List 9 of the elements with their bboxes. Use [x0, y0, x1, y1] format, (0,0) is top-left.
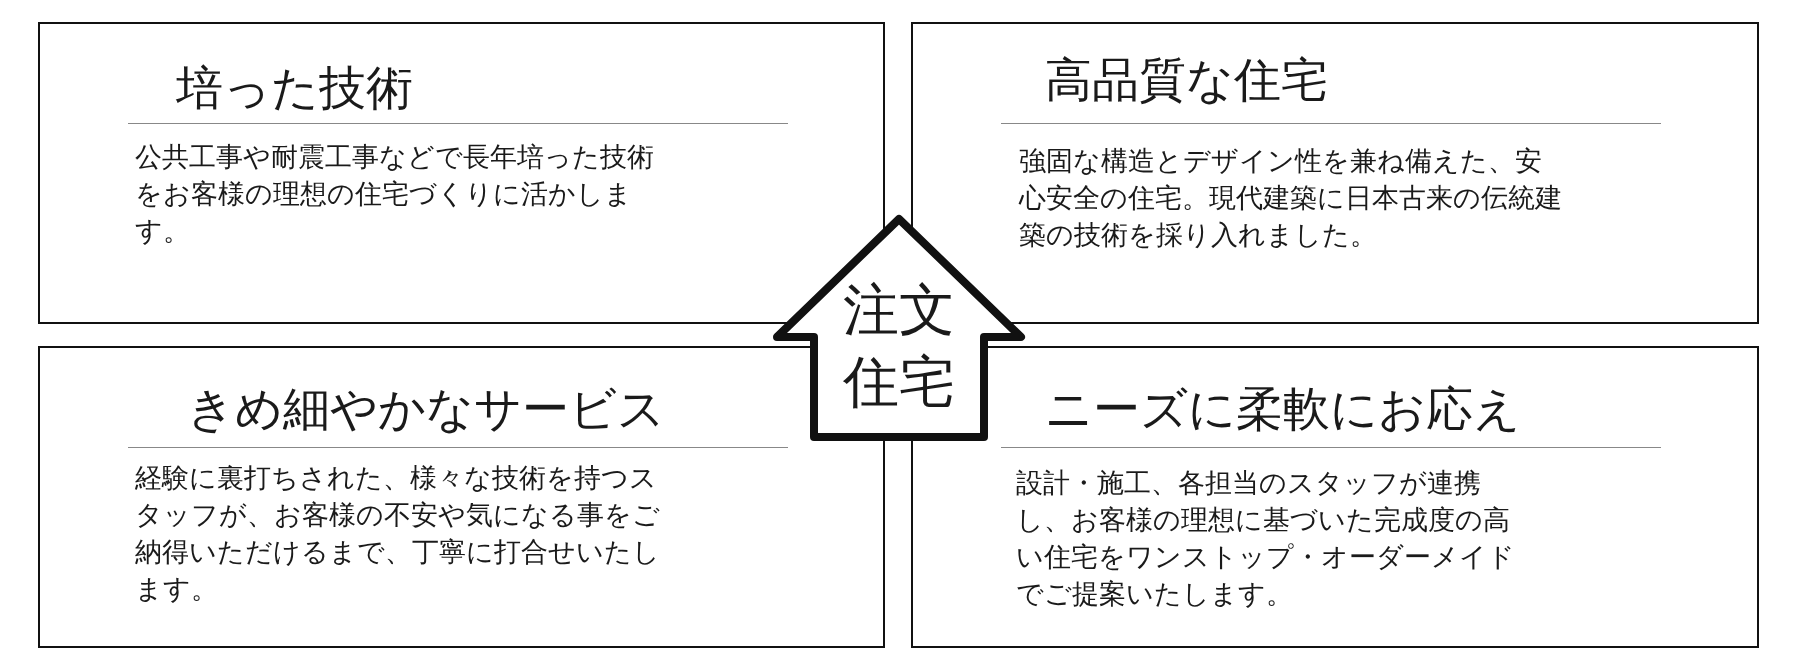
description-text: 公共工事や耐震工事などで長年培った技術をお客様の理想の住宅づくりに活かします。: [135, 140, 655, 248]
house-label: 注文住宅: [842, 276, 956, 416]
box-heading: 培った技術: [176, 60, 413, 116]
box-heading: 高品質な住宅: [1045, 52, 1328, 108]
box-heading: ニーズに柔軟にお応え: [1045, 381, 1521, 437]
box-heading: きめ細やかなサービス: [187, 381, 665, 437]
description-text: 設計・施工、各担当のスタッフが連携し、お客様の理想に基づいた完成度の高い住宅をワンストップ・オーダーメイドでご提案いたします。: [1016, 466, 1516, 611]
description-text: 経験に裏打ちされた、様々な技術を持つスタッフが、お客様の不安や気になる事をご納得いただけるまで、丁寧に打合せいたします。: [135, 461, 661, 606]
description-text: 強固な構造とデザイン性を兼ね備えた、安心安全の住宅。現代建築に日本古来の伝統建築の技術を採り入れました。: [1019, 144, 1563, 252]
